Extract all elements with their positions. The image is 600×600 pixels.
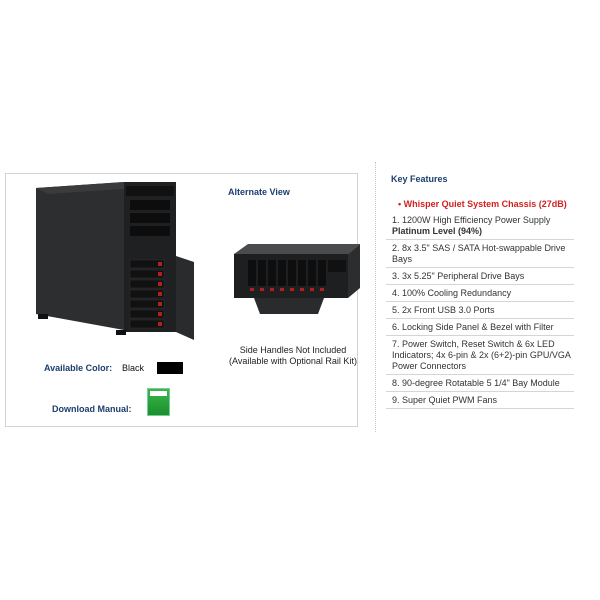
feature-item: 2. 8x 3.5" SAS / SATA Hot-swappable Driv… [386, 240, 574, 268]
available-color-value: Black [122, 363, 145, 373]
feature-item: 4. 100% Cooling Redundancy [386, 285, 574, 302]
download-manual-label: Download Manual: [52, 404, 132, 414]
color-swatch[interactable] [157, 362, 183, 374]
feature-item: 8. 90-degree Rotatable 5 1/4" Bay Module [386, 375, 574, 392]
feature-text: • Whisper Quiet System Chassis (27dB) [398, 199, 567, 209]
feature-item: 9. Super Quiet PWM Fans [386, 392, 574, 409]
alternate-view-label: Alternate View [228, 187, 290, 197]
side-handles-note: Side Handles Not Included (Available wit… [213, 345, 373, 367]
feature-item: 3. 3x 5.25" Peripheral Drive Bays [386, 268, 574, 285]
feature-bold-text: Platinum Level (94%) [392, 226, 483, 236]
feature-text: 6. Locking Side Panel & Bezel with Filte… [392, 322, 554, 332]
feature-item: 6. Locking Side Panel & Bezel with Filte… [386, 319, 574, 336]
available-color-label: Available Color: [44, 363, 113, 373]
feature-item: 5. 2x Front USB 3.0 Ports [386, 302, 574, 319]
manual-download-icon[interactable] [147, 388, 170, 416]
feature-text: 4. 100% Cooling Redundancy [392, 288, 512, 298]
rack-chassis-image [234, 244, 360, 314]
feature-text: 3. 3x 5.25" Peripheral Drive Bays [392, 271, 525, 281]
feature-text: 1. 1200W High Efficiency Power Supply [392, 215, 551, 225]
feature-text: 7. Power Switch, Reset Switch & 6x LED I… [392, 339, 571, 371]
tower-chassis-image [36, 182, 194, 340]
feature-text: 9. Super Quiet PWM Fans [392, 395, 498, 405]
feature-text: 5. 2x Front USB 3.0 Ports [392, 305, 495, 315]
key-features-title: Key Features [391, 174, 448, 184]
feature-item: • Whisper Quiet System Chassis (27dB) [386, 196, 574, 212]
side-handles-note-line1: Side Handles Not Included [239, 345, 347, 355]
section-divider [375, 162, 377, 432]
feature-item: 1. 1200W High Efficiency Power Supply Pl… [386, 212, 574, 240]
feature-text: 2. 8x 3.5" SAS / SATA Hot-swappable Driv… [392, 243, 566, 264]
product-image-panel: Alternate View Side Handl [5, 173, 360, 427]
feature-item: 7. Power Switch, Reset Switch & 6x LED I… [386, 336, 574, 375]
feature-text: 8. 90-degree Rotatable 5 1/4" Bay Module [392, 378, 560, 388]
key-features-list: • Whisper Quiet System Chassis (27dB) 1.… [386, 196, 574, 409]
side-handles-note-line2: (Available with Optional Rail Kit) [229, 356, 357, 366]
